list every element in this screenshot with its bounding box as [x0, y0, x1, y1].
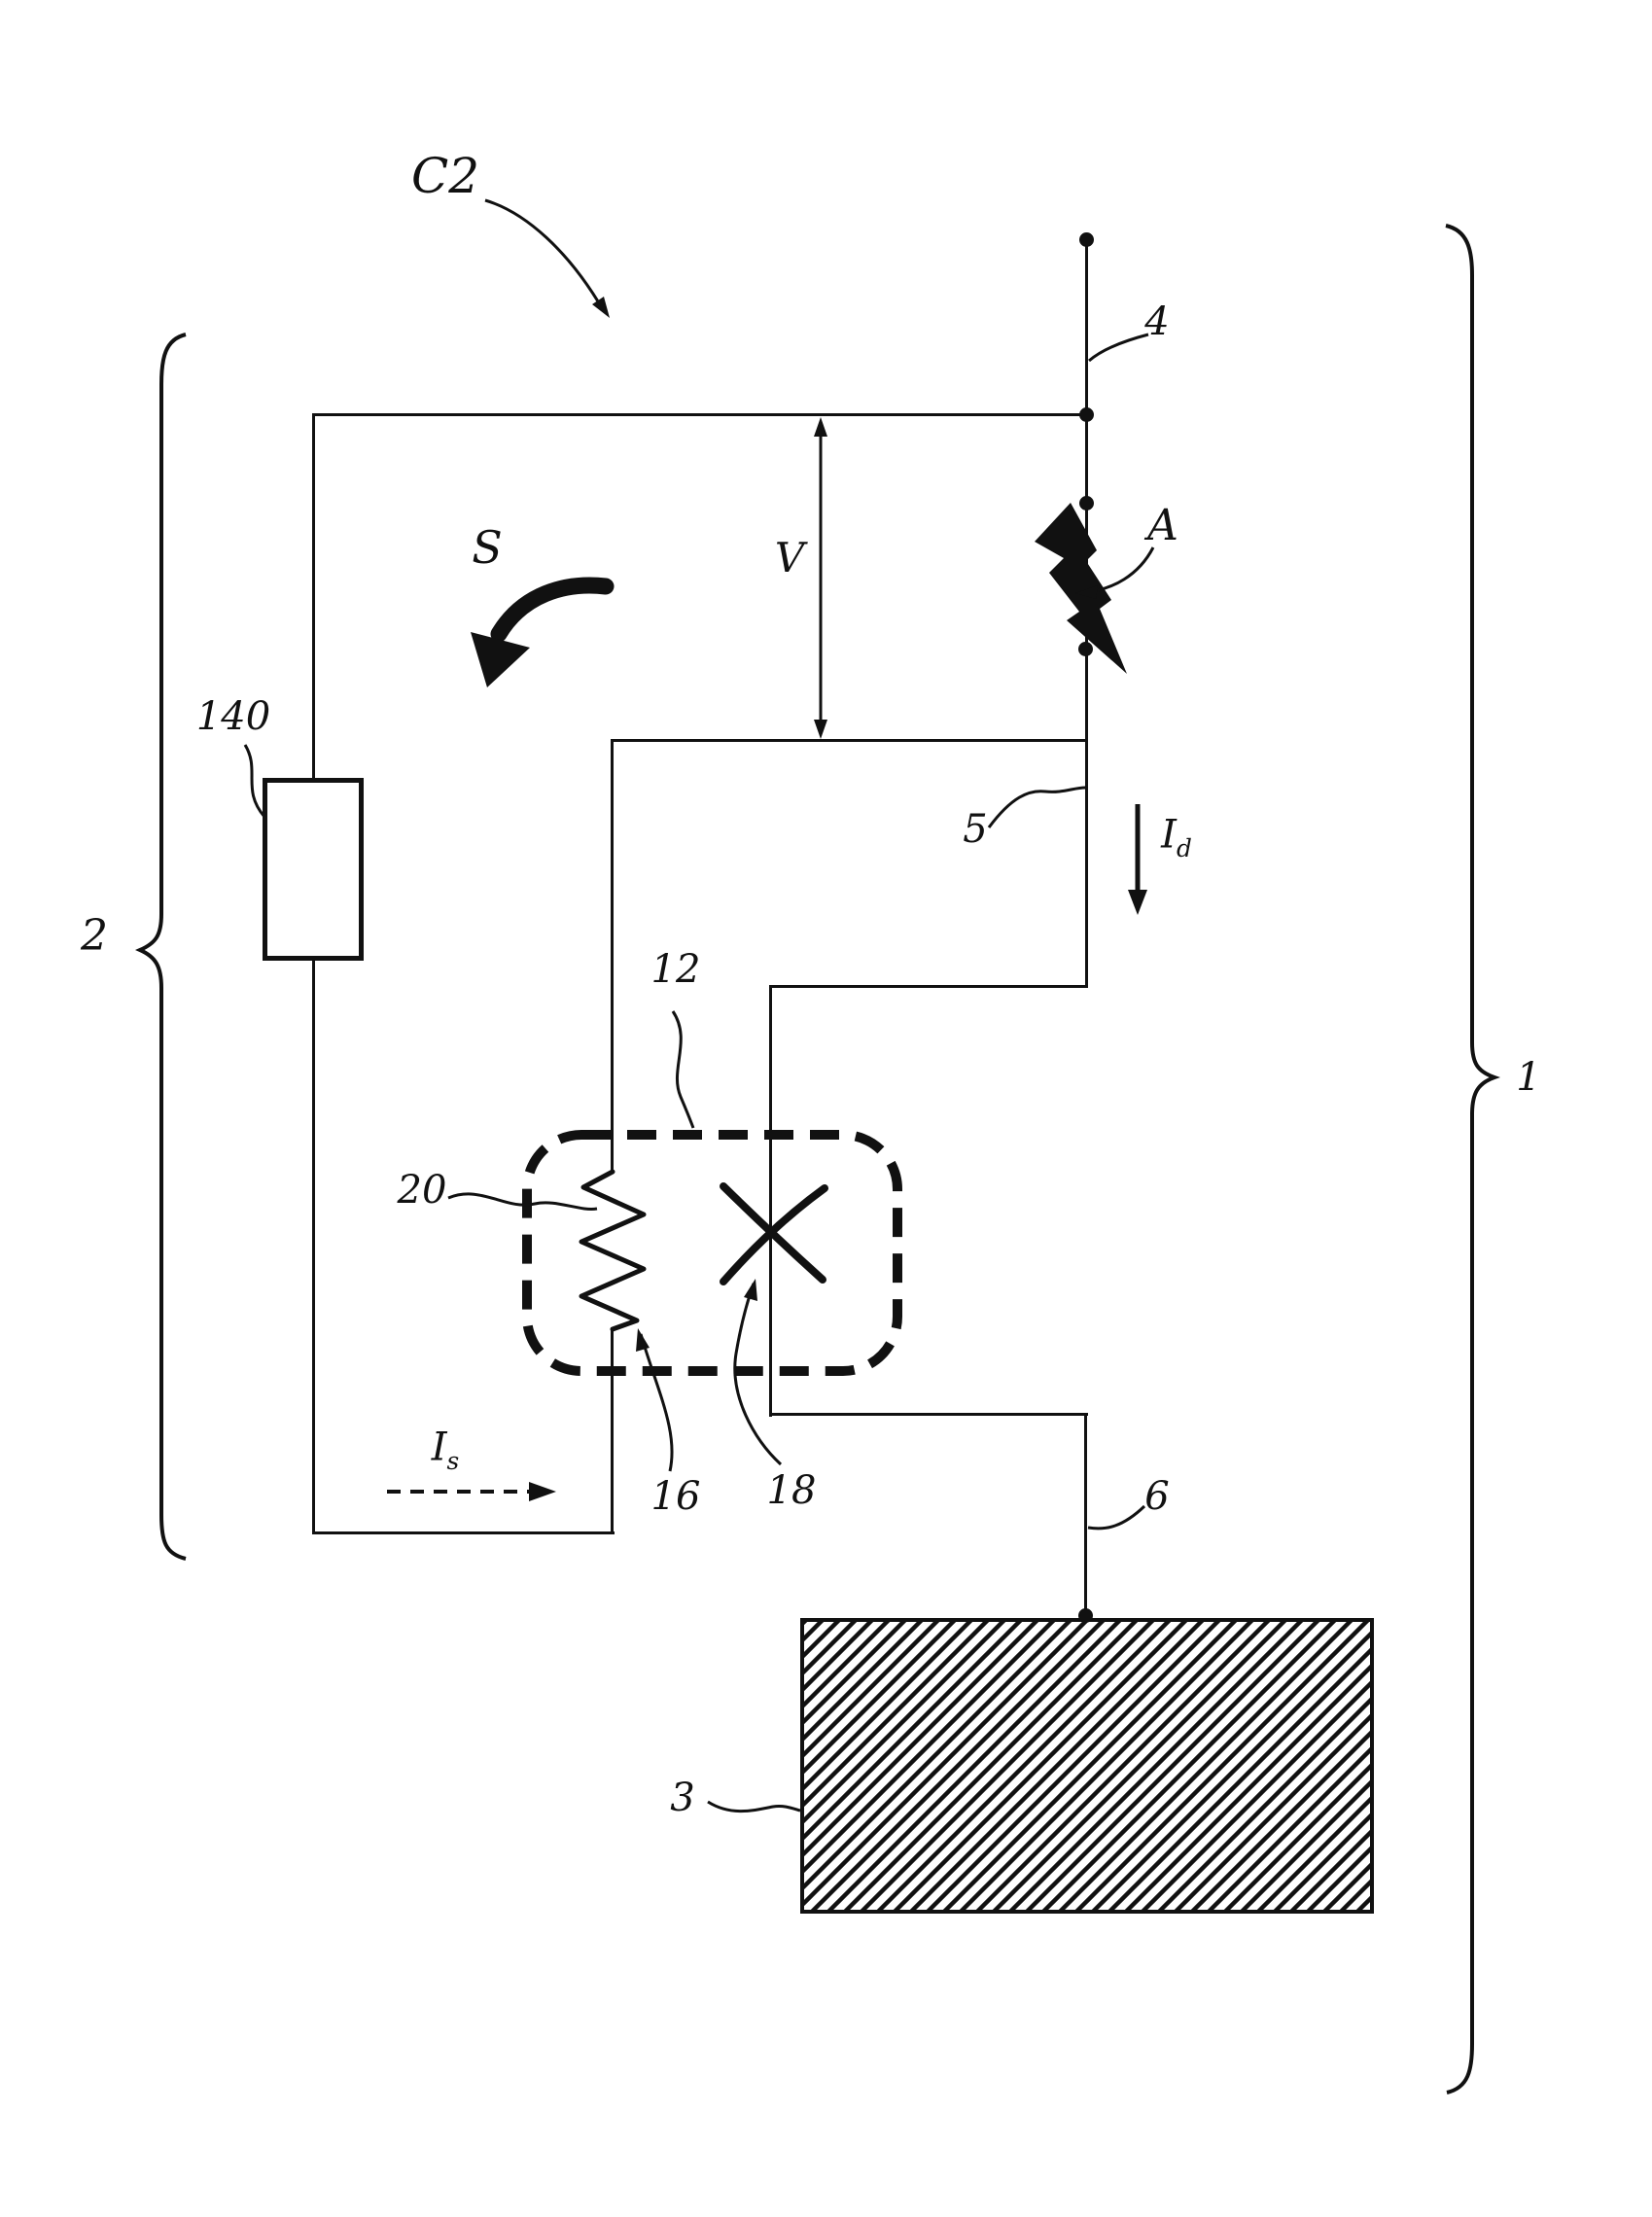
label-s: S — [472, 521, 503, 574]
wire-step-horizontal-lower — [769, 1413, 1088, 1416]
leader-c2 — [484, 198, 610, 318]
leader-12 — [671, 1010, 695, 1129]
label-16: 16 — [650, 1474, 701, 1519]
leader-a — [1075, 546, 1155, 599]
leader-140 — [243, 744, 266, 818]
label-2: 2 — [81, 911, 108, 961]
label-id-main: I — [1161, 812, 1177, 858]
wire-bottom-horizontal — [312, 1531, 615, 1534]
voltage-arrow — [814, 417, 827, 739]
label-id-sub: d — [1176, 833, 1192, 862]
label-12: 12 — [650, 947, 701, 992]
label-is-main: I — [431, 1425, 447, 1470]
wire-left-vertical — [312, 413, 315, 1534]
leader-6 — [1087, 1504, 1146, 1531]
leader-5 — [987, 786, 1086, 828]
node-top-junction — [1079, 407, 1094, 422]
label-5: 5 — [963, 807, 988, 852]
module-12-box — [522, 1130, 902, 1376]
component-140-box — [263, 778, 364, 961]
wire-step-horizontal-upper — [769, 985, 1088, 988]
leader-16 — [636, 1328, 674, 1472]
node-strike-lower — [1078, 642, 1093, 656]
label-c2: C2 — [410, 148, 480, 204]
label-18: 18 — [766, 1468, 817, 1513]
wire-inner-top-horizontal — [611, 739, 1088, 742]
brace-group-2 — [135, 333, 187, 1561]
lightning-bolt-icon — [1035, 503, 1127, 674]
resistor-20-symbol — [579, 1169, 647, 1332]
brace-group-1 — [1445, 224, 1501, 2094]
label-is: Is — [432, 1427, 460, 1473]
wire-top-horizontal — [314, 413, 1088, 416]
label-1: 1 — [1516, 1055, 1541, 1100]
junction-18-symbol — [720, 1182, 828, 1285]
signal-arrow — [471, 577, 615, 687]
leader-3 — [707, 1800, 801, 1813]
wire-ground-vertical — [1084, 1413, 1087, 1619]
leader-4 — [1088, 333, 1149, 363]
node-strike-upper — [1079, 496, 1094, 510]
label-v: V — [774, 534, 805, 581]
leader-18 — [733, 1279, 783, 1466]
node-top-terminal — [1079, 232, 1094, 247]
hatch-pattern — [804, 1622, 1370, 1910]
label-is-sub: s — [446, 1446, 460, 1475]
label-140: 140 — [195, 694, 271, 739]
label-id: Id — [1161, 815, 1192, 861]
leader-20 — [447, 1192, 598, 1211]
source-current-arrow — [387, 1482, 556, 1501]
label-a: A — [1147, 501, 1178, 550]
label-20: 20 — [397, 1168, 447, 1213]
wire-resistor-branch-lower — [611, 1327, 614, 1533]
wire-resistor-branch-upper — [611, 740, 614, 1174]
label-3: 3 — [670, 1776, 695, 1820]
wire-junction-vertical — [769, 985, 772, 1417]
node-ground-junction — [1078, 1608, 1093, 1623]
label-4: 4 — [1144, 299, 1170, 344]
label-6: 6 — [1144, 1474, 1170, 1519]
drain-current-arrow — [1128, 804, 1147, 915]
